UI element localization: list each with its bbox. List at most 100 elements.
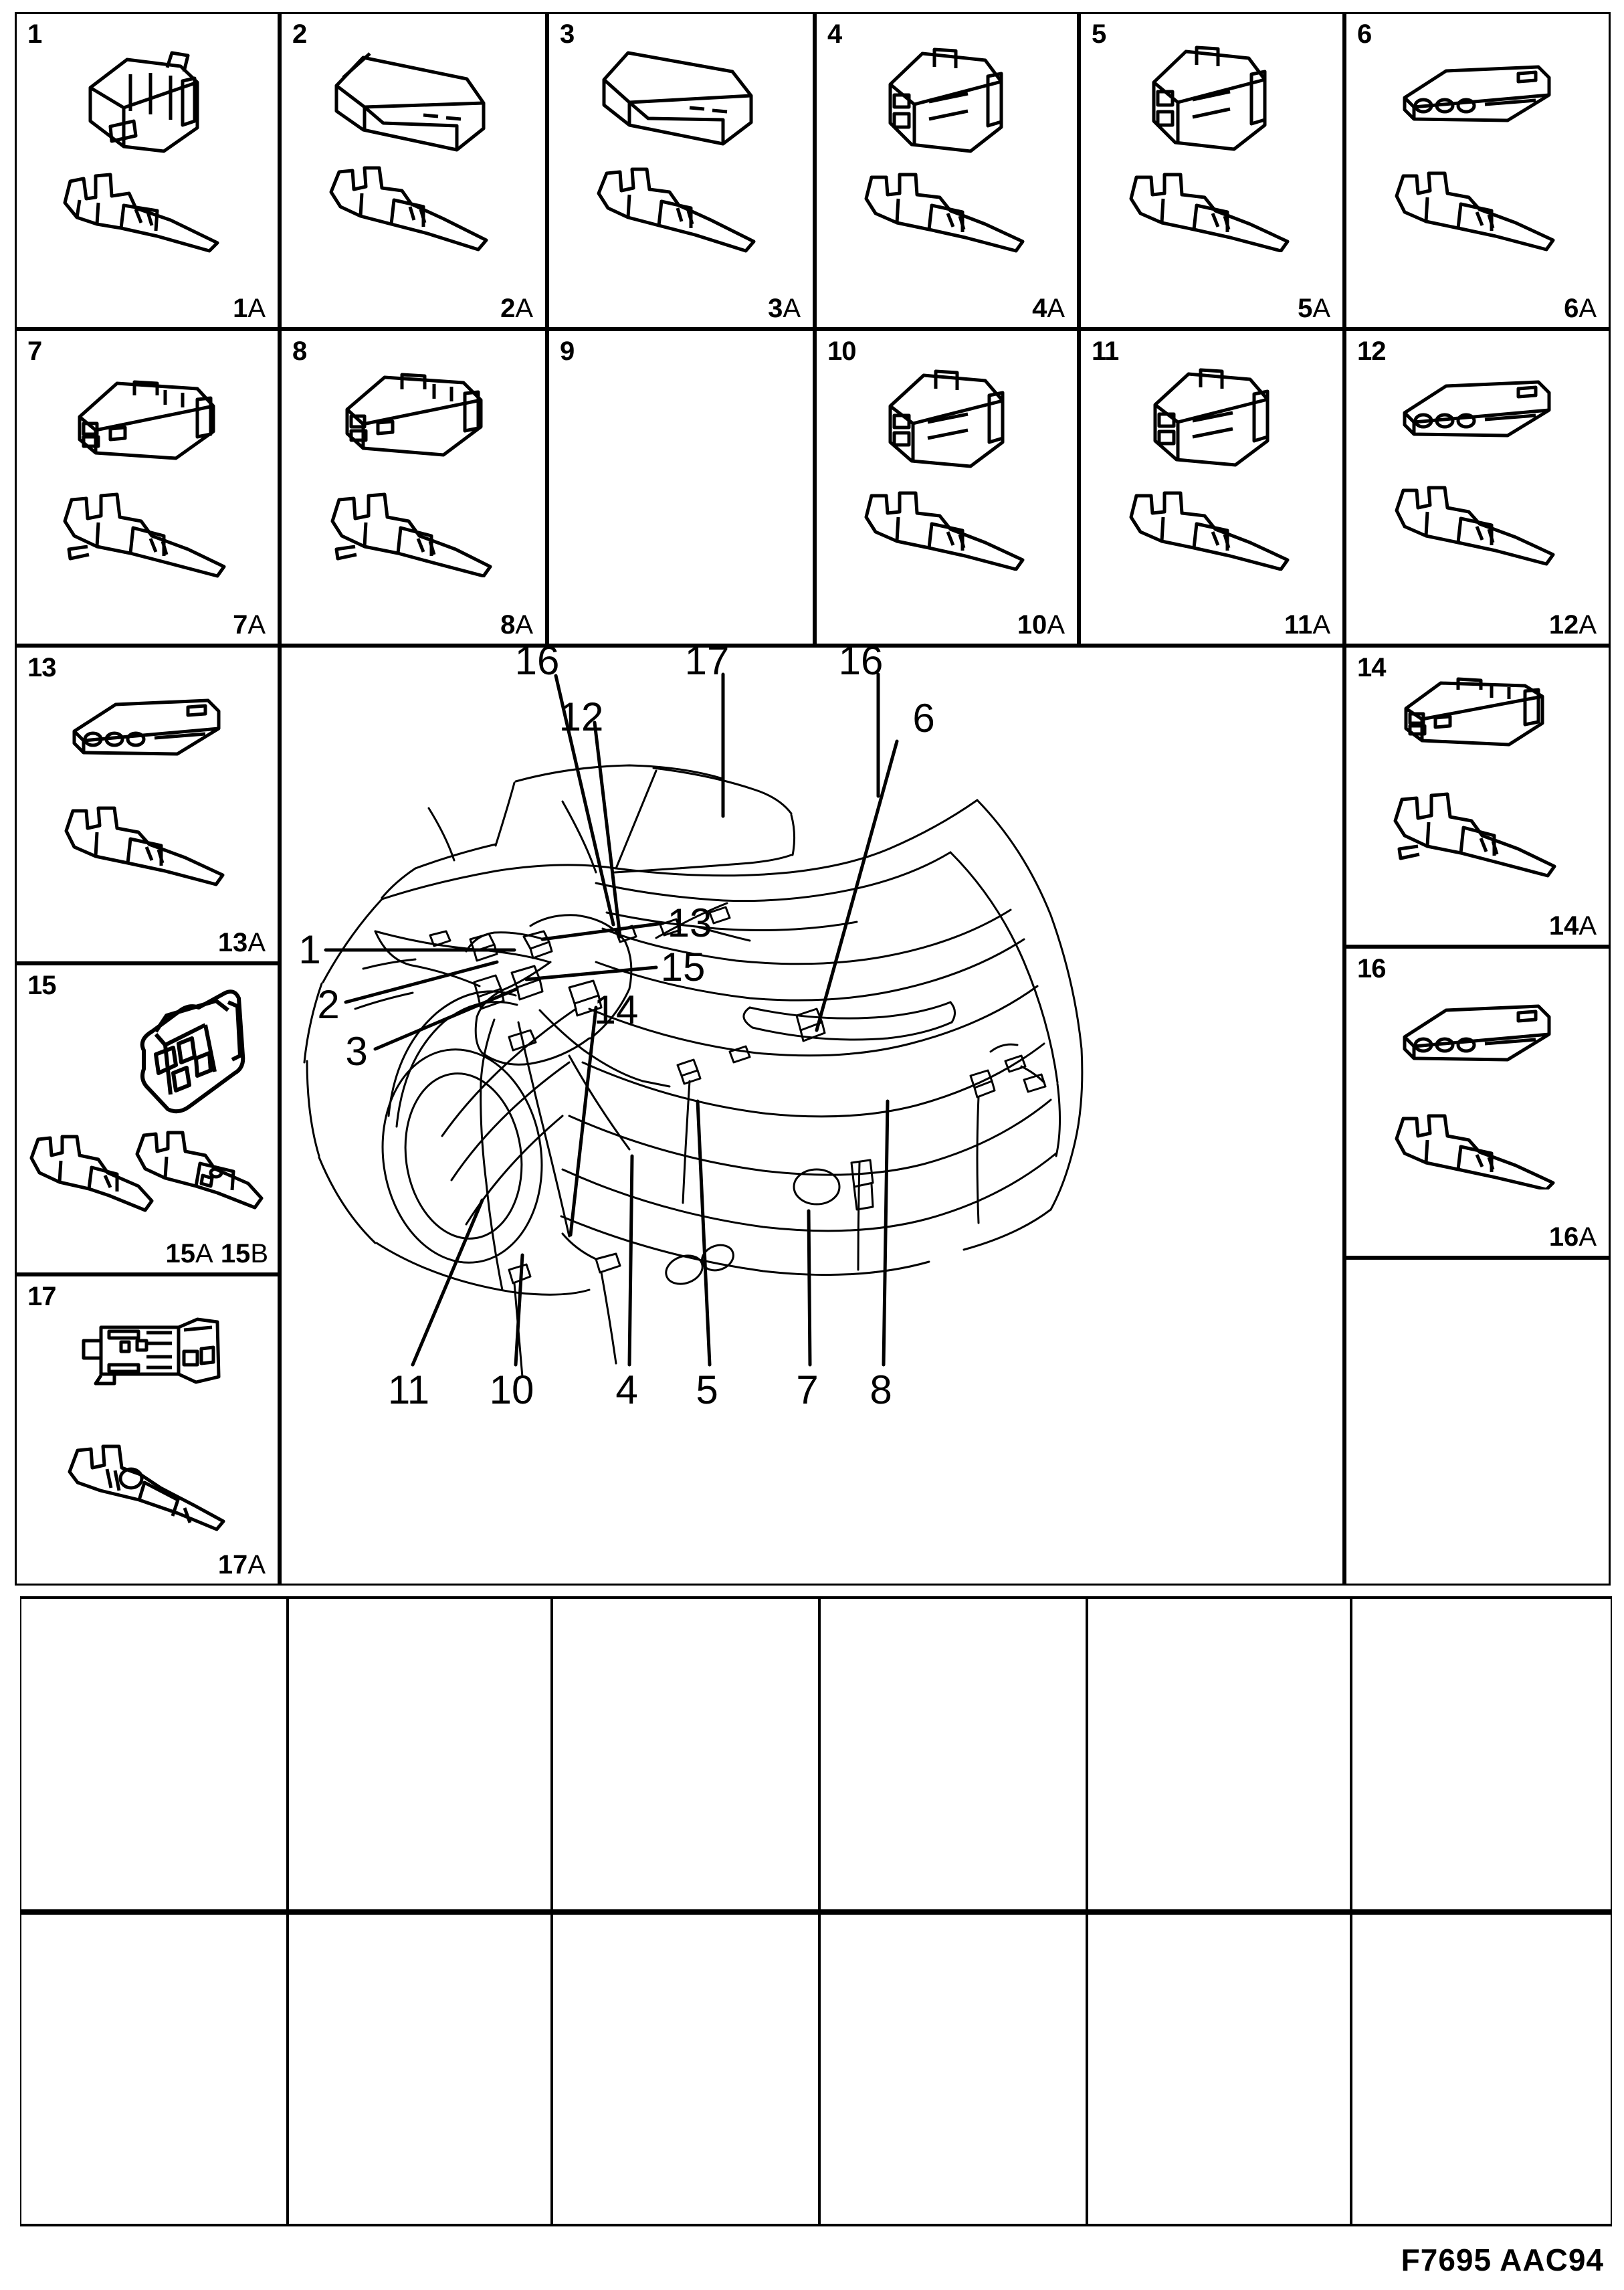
terminal-illustration-3A bbox=[591, 160, 771, 254]
blank-cell-right bbox=[1344, 1258, 1611, 1586]
callout-4: 4 bbox=[615, 1367, 637, 1412]
connector-housing-illustration-5 bbox=[1135, 34, 1289, 161]
connector-code-13A: 13A bbox=[217, 928, 266, 957]
terminal-illustration-13A bbox=[57, 800, 237, 887]
vehicle-diagram-panel: 16 17 16 12 6 1 13 2 15 3 14 11 10 4 5 7… bbox=[280, 646, 1344, 1586]
terminal-illustration-7A bbox=[57, 485, 237, 579]
callout-8: 8 bbox=[870, 1367, 892, 1412]
terminal-illustration-5A bbox=[1122, 165, 1302, 252]
cell-number-label: 9 bbox=[560, 337, 575, 366]
connector-housing-illustration-13 bbox=[64, 684, 231, 778]
connector-code-16A: 16A bbox=[1548, 1222, 1597, 1252]
cell-number-label: 16 bbox=[1357, 954, 1386, 983]
terminal-illustration-14A bbox=[1387, 785, 1568, 878]
connector-housing-illustration-4 bbox=[870, 37, 1024, 165]
cell-number-label: 7 bbox=[27, 337, 42, 366]
connector-cell-14: 14 bbox=[1344, 646, 1611, 947]
callout-7: 7 bbox=[796, 1367, 818, 1412]
callout-6: 6 bbox=[912, 696, 934, 741]
callout-2: 2 bbox=[317, 982, 339, 1027]
cell-number-label: 14 bbox=[1357, 653, 1386, 682]
connector-code-12A: 12A bbox=[1548, 610, 1597, 640]
connector-cell-7: 7 bbox=[15, 329, 280, 646]
connector-code-6A: 6A bbox=[1564, 294, 1597, 323]
terminal-illustration-11A bbox=[1122, 484, 1302, 571]
connector-code-4A: 4A bbox=[1032, 294, 1065, 323]
callout-3: 3 bbox=[345, 1029, 367, 1074]
terminal-illustration-2A bbox=[323, 160, 504, 254]
connector-housing-illustration-15 bbox=[104, 975, 258, 1123]
connector-code-7A: 7A bbox=[233, 610, 266, 640]
blank-grid-cell bbox=[819, 1596, 1087, 1912]
connector-code-8A: 8A bbox=[500, 610, 533, 640]
blank-grid-cell bbox=[288, 1912, 552, 2226]
callout-17: 17 bbox=[685, 648, 730, 683]
terminal-illustration-8A bbox=[323, 484, 504, 577]
connector-cell-12: 12 bbox=[1344, 329, 1611, 646]
page-code-footer: F7695 AAC94 bbox=[1401, 2243, 1604, 2277]
connector-housing-illustration-7 bbox=[64, 370, 231, 470]
callout-12: 12 bbox=[559, 694, 604, 739]
connector-cell-13: 13 bbox=[15, 646, 280, 963]
terminal-illustration-12A bbox=[1387, 480, 1568, 567]
callout-14: 14 bbox=[594, 987, 639, 1032]
connector-housing-illustration-2 bbox=[323, 44, 504, 165]
cell-number-label: 10 bbox=[827, 337, 856, 366]
callout-16-top-left: 16 bbox=[515, 648, 560, 683]
terminal-illustration-15B bbox=[130, 1126, 271, 1216]
connector-housing-illustration-3 bbox=[591, 41, 771, 161]
terminal-illustration-16A bbox=[1387, 1109, 1568, 1189]
connector-housing-illustration-6 bbox=[1394, 51, 1561, 145]
cell-number-label: 17 bbox=[27, 1282, 56, 1311]
connector-housing-illustration-14 bbox=[1394, 671, 1561, 758]
connector-code-15A-15B: 15A 15B bbox=[165, 1239, 269, 1268]
terminal-illustration-6A bbox=[1387, 165, 1568, 252]
connector-cell-5: 5 bbox=[1079, 12, 1344, 329]
connector-cell-17: 17 bbox=[15, 1274, 280, 1586]
vehicle-rear-illustration: 16 17 16 12 6 1 13 2 15 3 14 11 10 4 5 7… bbox=[298, 648, 1084, 1412]
connector-cell-10: 10 bbox=[815, 329, 1079, 646]
cell-number-label: 1 bbox=[27, 19, 42, 49]
connector-code-14A: 14A bbox=[1548, 911, 1597, 941]
connector-code-5A: 5A bbox=[1298, 294, 1330, 323]
connector-code-2A: 2A bbox=[500, 294, 533, 323]
cell-number-label: 5 bbox=[1092, 19, 1106, 49]
connector-housing-illustration-17 bbox=[64, 1310, 231, 1397]
blank-grid-cell bbox=[288, 1596, 552, 1912]
terminal-illustration-17A bbox=[60, 1438, 234, 1532]
terminal-illustration-15A bbox=[25, 1131, 159, 1218]
connector-cell-2: 2 2A bbox=[280, 12, 547, 329]
cell-number-label: 4 bbox=[827, 19, 842, 49]
connector-housing-illustration-8 bbox=[330, 361, 497, 468]
connector-code-17A: 17A bbox=[217, 1550, 266, 1580]
connector-cell-8: 8 bbox=[280, 329, 547, 646]
callout-5: 5 bbox=[696, 1367, 718, 1412]
connector-housing-illustration-11 bbox=[1135, 355, 1289, 469]
cell-number-label: 15 bbox=[27, 971, 56, 1000]
callout-13: 13 bbox=[668, 900, 712, 945]
callout-11: 11 bbox=[388, 1367, 429, 1412]
connector-code-3A: 3A bbox=[768, 294, 801, 323]
blank-grid-cell bbox=[1087, 1912, 1351, 2226]
cell-number-label: 13 bbox=[27, 653, 56, 682]
callout-15: 15 bbox=[661, 945, 706, 989]
cell-number-label: 3 bbox=[560, 19, 575, 49]
cell-number-label: 6 bbox=[1357, 19, 1372, 49]
connector-cell-3: 3 3A bbox=[547, 12, 815, 329]
cell-number-label: 8 bbox=[292, 337, 307, 366]
blank-grid-cell bbox=[1351, 1912, 1612, 2226]
blank-grid-cell bbox=[1351, 1596, 1612, 1912]
blank-grid-cell bbox=[819, 1912, 1087, 2226]
blank-grid-cell bbox=[20, 1912, 288, 2226]
cell-number-label: 11 bbox=[1092, 337, 1119, 366]
connector-cell-9: 9 bbox=[547, 329, 815, 646]
callout-10: 10 bbox=[490, 1367, 534, 1412]
terminal-illustration-1A bbox=[57, 161, 237, 255]
blank-grid-cell bbox=[20, 1596, 288, 1912]
terminal-illustration-10A bbox=[857, 484, 1037, 571]
connector-cell-16: 16 bbox=[1344, 947, 1611, 1258]
connector-cell-1: 1 bbox=[15, 12, 280, 329]
cell-number-label: 2 bbox=[292, 19, 307, 49]
connector-housing-illustration-16 bbox=[1394, 989, 1561, 1082]
